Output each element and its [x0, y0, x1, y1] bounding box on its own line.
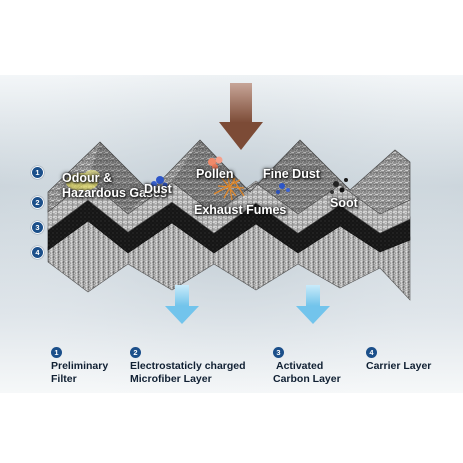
- legend-line1: Activated: [276, 360, 324, 372]
- clean-air-arrow-icon: [165, 285, 199, 324]
- legend-badge-2: 2: [130, 347, 141, 358]
- legend-badge-3: 3: [273, 347, 284, 358]
- clean-air-arrow-icon: [296, 285, 330, 324]
- exhaust-fumes-label: Exhaust Fumes: [194, 203, 287, 217]
- layer-number-2: 2: [31, 196, 44, 209]
- legend-badge-1: 1: [51, 347, 62, 358]
- dust-label: Dust: [144, 182, 172, 196]
- legend-line1: Preliminary: [51, 360, 109, 372]
- fine-dust-label: Fine Dust: [263, 167, 320, 181]
- soot-particles: [330, 178, 348, 194]
- layer-number-4: 4: [31, 246, 44, 259]
- fine-dust-particles: [276, 183, 290, 194]
- pollen-label: Pollen: [196, 167, 234, 181]
- odour-particles: [66, 170, 100, 191]
- exhaust-particles: [213, 173, 245, 201]
- layer-number-1: 1: [31, 166, 44, 179]
- legend-line2: Microfiber Layer: [130, 373, 212, 385]
- legend-line2: Filter: [51, 373, 77, 385]
- legend-line1: Carrier Layer: [366, 360, 432, 372]
- layer-number-3: 3: [31, 221, 44, 234]
- hazardous-gases-label: Hazardous Gases: [62, 186, 167, 200]
- pollen-particles: [208, 156, 223, 170]
- airflow-down-arrow-icon: [219, 83, 263, 150]
- legend-line1: Electrostaticly charged: [130, 360, 246, 372]
- odour-label: Odour &: [62, 171, 112, 185]
- preliminary-filter-layer: [47, 139, 411, 215]
- legend-line2: Carbon Layer: [273, 373, 341, 385]
- soot-label: Soot: [330, 196, 358, 210]
- legend-badge-4: 4: [366, 347, 377, 358]
- dust-particles: [151, 176, 168, 188]
